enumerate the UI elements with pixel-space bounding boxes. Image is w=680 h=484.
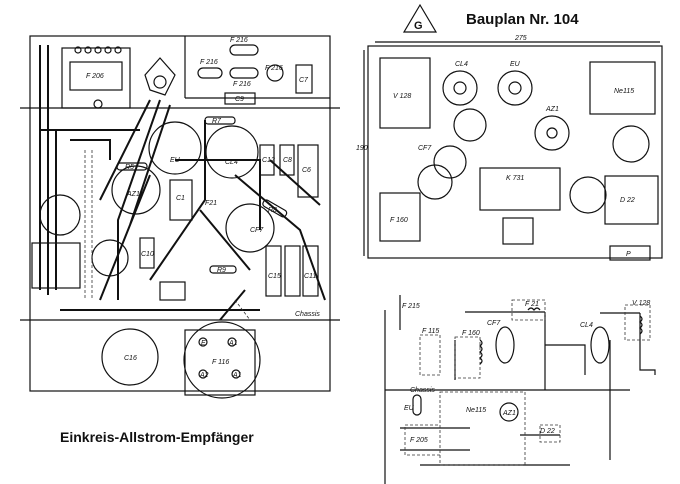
label-f216: F 216 xyxy=(230,37,248,44)
output-transformer-f116 xyxy=(183,321,261,399)
terminal-strip xyxy=(74,46,122,54)
label-c16: C16 xyxy=(124,355,137,362)
label-e: E xyxy=(201,340,206,347)
label-az1: AZ1 xyxy=(126,191,140,198)
label-f160: F 160 xyxy=(462,330,480,337)
coil-f160 xyxy=(379,192,421,242)
caption: Einkreis-Allstrom-Empfänger xyxy=(60,429,254,445)
label-c12: C12 xyxy=(262,157,275,164)
tube-socket-cl4 xyxy=(205,125,259,179)
tube-eu xyxy=(497,70,533,106)
label-r5: R5 xyxy=(125,164,134,171)
label-cf7: CF7 xyxy=(487,320,501,327)
label-c6: C6 xyxy=(302,167,311,174)
publisher-logo: G xyxy=(402,3,438,33)
label-f115: F 115 xyxy=(422,328,439,335)
label-f206: F 206 xyxy=(86,73,104,80)
label-c11: C11 xyxy=(304,273,316,280)
label-chassis: Chassis xyxy=(295,311,320,318)
speaker-capacitor-c16 xyxy=(101,328,159,386)
label-c1: C1 xyxy=(176,195,185,202)
label-cl4: CL4 xyxy=(455,61,468,68)
label-az1: AZ1 xyxy=(502,410,516,417)
label-f205: F 205 xyxy=(410,437,428,444)
label-f160: F 160 xyxy=(390,217,408,224)
label-c10: C10 xyxy=(141,251,154,258)
label-r8: R8 xyxy=(268,207,277,214)
label-f216: F 216 xyxy=(265,65,283,72)
label-eu: EU xyxy=(404,405,415,412)
circuit-schematic: F 215 F 21 V 128 F 115 F 160 CF7 CL4 Ne1… xyxy=(384,295,656,484)
tube-az1 xyxy=(534,115,570,151)
dimension-width: 275 xyxy=(514,35,527,42)
wiring-diagram: F 206 F 216 F 216 F 216 F 216 C7 C9 EU C… xyxy=(20,35,340,399)
label-ne115: Ne115 xyxy=(614,88,634,95)
label-ne115: Ne115 xyxy=(466,407,486,414)
label-f216: F 216 xyxy=(200,59,218,66)
label-az1: AZ1 xyxy=(545,106,559,113)
label-eu: EU xyxy=(510,61,521,68)
label-f215: F 215 xyxy=(402,303,420,310)
label-a1: A1 xyxy=(228,340,238,347)
label-c7: C7 xyxy=(299,77,309,84)
label-cf7: CF7 xyxy=(250,227,264,234)
label-c8: C8 xyxy=(283,157,292,164)
label-cl4: CL4 xyxy=(225,159,238,166)
label-d22: D 22 xyxy=(620,197,635,204)
tube-symbol-cl4 xyxy=(590,326,610,364)
label-chassis: Chassis xyxy=(410,387,435,394)
lamp-eu xyxy=(412,394,422,416)
label-f21: F 21 xyxy=(525,301,539,308)
logo-letters: G xyxy=(414,20,423,32)
tube-symbol-cf7 xyxy=(495,326,515,364)
tube-symbol-az1 xyxy=(499,402,519,422)
choke-d22 xyxy=(604,175,659,225)
plan-title: Bauplan Nr. 104 xyxy=(466,11,579,28)
capacitor-k731 xyxy=(479,167,561,211)
transformer-ne115 xyxy=(589,61,656,115)
label-cf7: CF7 xyxy=(418,145,432,152)
tube-cf7 xyxy=(433,145,467,179)
label-f216: F 216 xyxy=(233,81,251,88)
label-f116: F 116 xyxy=(212,359,229,366)
label-d22: D 22 xyxy=(540,428,555,435)
label-r9: R9 xyxy=(217,267,226,274)
label-c9: C9 xyxy=(235,96,244,103)
tube-cl4 xyxy=(442,70,478,106)
potentiometer xyxy=(144,57,176,96)
chassis-layout: 275 190 V 128 CL4 EU AZ1 Ne115 CF7 K 731… xyxy=(356,35,663,261)
label-a1: A1 xyxy=(232,372,242,379)
label-f21: F21 xyxy=(205,200,217,207)
label-v128: V 128 xyxy=(632,300,650,307)
label-c15: C15 xyxy=(268,273,281,280)
tube-socket-cf7 xyxy=(225,203,275,253)
label-k731: K 731 xyxy=(506,175,524,182)
label-a2: A2 xyxy=(199,372,209,379)
label-cl4: CL4 xyxy=(580,322,593,329)
dimension-height: 190 xyxy=(356,145,368,152)
transformer-v128 xyxy=(379,57,431,129)
label-p: P xyxy=(626,251,631,258)
tube-socket-eu xyxy=(148,121,202,175)
chassis-outline xyxy=(29,35,331,392)
label-v128: V 128 xyxy=(393,93,411,100)
label-r7: R7 xyxy=(212,118,222,125)
